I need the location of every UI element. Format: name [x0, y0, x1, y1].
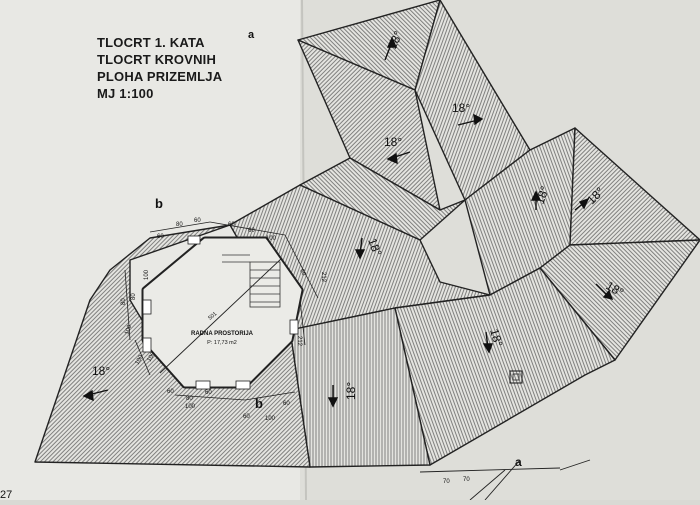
dim-14: 100 [265, 416, 276, 422]
title-line-2: TLOCRT KROVNIH [97, 52, 217, 67]
dim-1: 60 [157, 234, 164, 240]
room-outline [141, 235, 304, 390]
slope-far-left: 18° [92, 364, 110, 378]
stair [222, 254, 281, 308]
title-line-3: PLOHA PRIZEMLJA [97, 69, 223, 84]
dim-17: 80 [121, 298, 127, 305]
dim-21: 100 [144, 269, 150, 280]
dim-2: 80 [176, 222, 183, 228]
dim-4: 60 [228, 222, 235, 228]
dim-7: 60 [298, 268, 307, 277]
title-line-1: TLOCRT 1. KATA [97, 35, 205, 50]
dim-3: 60 [194, 218, 201, 224]
slope-top-mid: 18° [452, 101, 470, 115]
dim-16: 60 [283, 401, 290, 407]
section-mark-a-top: a [248, 29, 255, 41]
dim-22: 100 [147, 351, 158, 363]
slope-mid-left: 18° [384, 135, 402, 149]
roof-plane-far-left [34, 224, 311, 468]
dim-8: 212 [320, 272, 326, 283]
scale-line: MJ 1:100 [97, 86, 154, 101]
slope-bottom-mid: 18° [344, 382, 358, 400]
dimension-texts: 60 80 60 60 60 100 60 212 212 60 80 60 1… [121, 218, 470, 485]
slope-arrows [82, 36, 614, 408]
dim-23: 70 [443, 479, 450, 485]
room-diagonal [159, 257, 283, 374]
dimension-lines [124, 221, 319, 401]
dim-20: 100 [135, 354, 146, 366]
window-marks [142, 235, 299, 390]
chimney-inner [512, 373, 520, 381]
dim-9: 212 [296, 336, 302, 347]
lower-plan-fragment [419, 459, 591, 501]
dim-11: 80 [186, 396, 193, 402]
dim-6: 100 [266, 236, 277, 242]
section-mark-b-left: b [155, 196, 163, 211]
roof-plane-mid-left [299, 157, 466, 241]
slope-bottom-center: 18° [487, 327, 505, 348]
chimney-mark [509, 370, 523, 384]
dim-5: 60 [248, 228, 255, 234]
dim-18: 80 [131, 293, 137, 300]
dim-19: 100 [124, 324, 133, 336]
dim-12: 60 [205, 390, 212, 396]
slope-center: 18° [365, 236, 384, 258]
title-block: TLOCRT 1. KATA TLOCRT KROVNIH PLOHA PRIZ… [97, 34, 222, 102]
dim-13: 100 [185, 404, 196, 410]
section-mark-b-bottom: b [255, 396, 263, 411]
room-area: P: 17,73 m2 [207, 340, 237, 346]
room-diagonal-label: 501 [207, 311, 218, 322]
dim-15: 60 [243, 414, 250, 420]
dim-24: 70 [463, 477, 470, 483]
room-name: RADNA PROSTORIJA [191, 331, 254, 337]
edge-text: 27 [0, 489, 12, 500]
dim-10: 60 [167, 389, 174, 395]
slope-labels: 18° 18° 18° 18° 18° 18° 18° 18° 18° 18° [92, 29, 626, 400]
